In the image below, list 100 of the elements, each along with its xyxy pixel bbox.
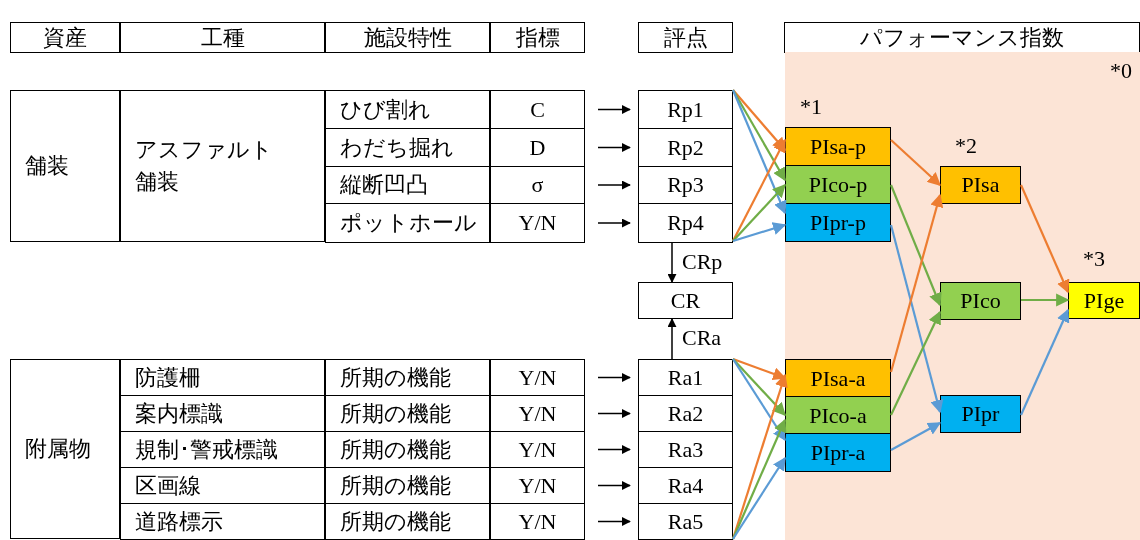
index-label: PIpr <box>961 401 1000 427</box>
header-cell <box>120 22 325 53</box>
score-box <box>638 203 733 243</box>
cell-text: 防護柵 <box>135 363 201 392</box>
index-label: Rp1 <box>667 96 704 123</box>
cell-text: 所期の機能 <box>340 435 451 464</box>
table-cell <box>120 359 325 396</box>
cell-text: Y/N <box>518 508 557 535</box>
cell-text: Y/N <box>518 400 557 427</box>
arrow <box>732 184 786 242</box>
note-marker: *1 <box>800 94 822 120</box>
table-cell <box>120 90 325 242</box>
index-box <box>785 127 891 166</box>
cell-text: ひび割れ <box>340 95 431 124</box>
table-cell <box>325 90 490 129</box>
cell-text: 案内標識 <box>135 399 223 428</box>
index-label: PIsa-a <box>810 365 866 392</box>
arrow <box>597 517 631 526</box>
score-box <box>638 395 733 432</box>
score-box <box>638 503 733 540</box>
table-cell <box>490 503 585 540</box>
arrow <box>889 193 944 373</box>
arrow <box>597 218 631 228</box>
table-cell <box>10 90 120 242</box>
cell-text: 所期の機能 <box>340 363 451 392</box>
header-cell <box>784 22 1140 53</box>
header-cell <box>490 22 585 53</box>
cell-text: Y/N <box>518 210 557 236</box>
cell-text: パフォーマンス指数 <box>860 23 1064 52</box>
table-cell <box>120 467 325 504</box>
table-cell <box>120 395 325 432</box>
cell-text: 資産 <box>43 23 87 52</box>
cell-text: 所期の機能 <box>340 471 451 500</box>
cell-text: 工種 <box>200 23 245 52</box>
table-cell <box>325 359 490 396</box>
index-label: Ra3 <box>667 436 704 463</box>
score-box <box>638 166 733 204</box>
arrow <box>597 105 631 114</box>
cell-text: 施設特性 <box>363 23 452 52</box>
index-label: Ra4 <box>667 472 704 499</box>
score-box <box>638 128 733 167</box>
index-box <box>785 359 891 398</box>
arrow <box>732 418 787 540</box>
cell-text: 所期の機能 <box>340 399 451 428</box>
index-label: Rp3 <box>667 172 704 198</box>
note-marker: *3 <box>1083 246 1105 272</box>
score-box <box>638 282 733 319</box>
header-cell <box>638 22 733 53</box>
index-label: PIsa-p <box>809 133 867 160</box>
score-box <box>638 467 733 504</box>
table-cell <box>490 90 585 129</box>
cell-text: Y/N <box>518 436 557 463</box>
score-box <box>638 359 733 396</box>
index-label: Ra2 <box>667 400 704 427</box>
table-cell <box>490 128 585 167</box>
arrow <box>890 422 942 451</box>
table-cell <box>10 359 120 539</box>
arrow <box>1020 184 1070 294</box>
cell-text: 道路標示 <box>135 507 223 536</box>
table-cell <box>325 503 490 540</box>
index-box <box>1068 282 1140 319</box>
cell-text: 区画線 <box>135 471 201 500</box>
arrow <box>597 143 631 152</box>
arrow <box>1021 293 1070 307</box>
arrow <box>732 89 786 182</box>
table-cell <box>325 128 490 167</box>
arrow <box>732 456 786 540</box>
arrow <box>890 139 941 186</box>
note-marker: *0 <box>1110 58 1132 84</box>
index-label: PIpr-a <box>810 439 866 466</box>
cell-text: 指標 <box>515 23 560 52</box>
arrow <box>667 318 677 360</box>
cell-text: 所期の機能 <box>340 507 451 536</box>
table-cell <box>490 359 585 396</box>
cell-text: わだち掘れ <box>340 133 454 162</box>
table-cell <box>490 431 585 468</box>
arrow <box>889 224 944 414</box>
index-box <box>785 165 891 204</box>
table-cell <box>120 503 325 540</box>
arrow <box>667 242 677 283</box>
score-box <box>638 90 733 129</box>
cell-text: 縦断凹凸 <box>340 171 428 199</box>
cell-text: D <box>529 134 546 161</box>
cell-text: ポットホール <box>340 209 477 237</box>
arrow <box>732 138 786 242</box>
index-box <box>940 395 1021 433</box>
arrow <box>1020 308 1070 416</box>
arrow <box>732 89 786 151</box>
arrow <box>732 358 786 442</box>
cell-text: Y/N <box>518 472 557 499</box>
cell-text: Y/N <box>518 364 557 391</box>
cell-text: C <box>530 96 545 123</box>
index-box <box>940 282 1021 320</box>
index-label: PIco-a <box>809 402 867 429</box>
table-cell <box>120 431 325 468</box>
cell-text: アスファルト舗装 <box>135 136 274 196</box>
arrow <box>597 373 631 382</box>
arrow <box>732 358 786 416</box>
table-cell <box>325 467 490 504</box>
arrow <box>597 180 631 190</box>
